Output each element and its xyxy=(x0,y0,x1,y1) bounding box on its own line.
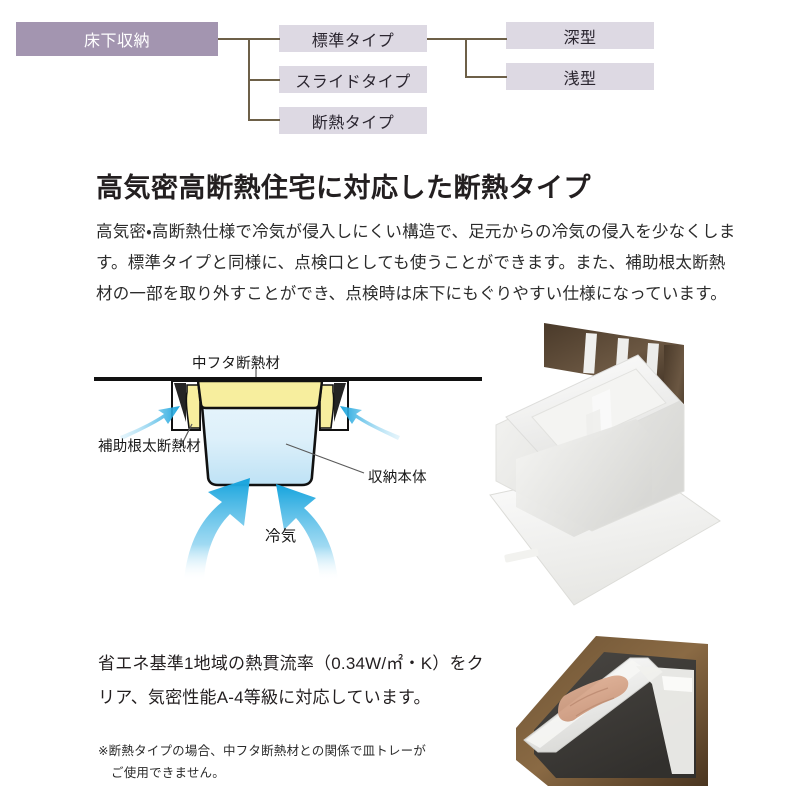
spec-text: 省エネ基準1地域の熱貫流率（0.34W/㎡・K）をクリア、気密性能A-4等級に対… xyxy=(98,654,484,707)
hierarchy-node-label: 標準タイプ xyxy=(311,32,395,50)
hierarchy-node-label: スライドタイプ xyxy=(295,73,411,91)
hierarchy-node-label: 浅型 xyxy=(563,70,597,88)
floor-storage-unit-open-photo xyxy=(488,305,800,615)
hierarchy-node-shallow-type[interactable]: 浅型 xyxy=(506,63,654,90)
connector-line xyxy=(248,119,280,121)
figure-label-body: 収納本体 xyxy=(368,470,427,486)
connector-line xyxy=(465,38,467,77)
figure-label-joist: 補助根太断熱材 xyxy=(98,439,201,455)
footnote-line-2: ご使用できません。 xyxy=(111,766,225,780)
hierarchy-node-label: 断熱タイプ xyxy=(311,114,395,132)
page-title: 高気密高断熱住宅に対応した断熱タイプ xyxy=(96,173,591,204)
lead-paragraph: 高気密・高断熱仕様で冷気が侵入しにくい構造で、足元からの冷気の侵入を少なくします… xyxy=(96,222,736,303)
hierarchy-node-slide-type[interactable]: スライドタイプ xyxy=(279,66,427,93)
hierarchy-node-insulation-type[interactable]: 断熱タイプ xyxy=(279,107,427,134)
hierarchy-root-label: 床下収納 xyxy=(83,33,150,50)
hierarchy-node-label: 深型 xyxy=(563,29,597,47)
figure-label-cold-air: 冷気 xyxy=(265,528,297,545)
connector-line xyxy=(465,76,507,78)
figure-label-lid: 中フタ断熱材 xyxy=(192,356,281,372)
hierarchy-node-standard-type[interactable]: 標準タイプ xyxy=(279,25,427,52)
hand-removing-insulation-photo xyxy=(512,628,800,800)
footnote-line-1: ※断熱タイプの場合、中フタ断熱材との関係で皿トレーが xyxy=(98,744,427,758)
connector-line xyxy=(248,79,280,81)
footnote: ※断熱タイプの場合、中フタ断熱材との関係で皿トレーが ご使用できません。 xyxy=(98,740,518,784)
hierarchy-node-deep-type[interactable]: 深型 xyxy=(506,22,654,49)
connector-line xyxy=(427,38,487,40)
connector-line xyxy=(465,38,507,40)
cross-section-diagram xyxy=(88,330,488,580)
product-hierarchy-diagram: 床下収納 標準タイプ スライドタイプ 断熱タイプ 深型 浅型 xyxy=(0,0,800,140)
hierarchy-root-node[interactable]: 床下収納 xyxy=(16,22,218,56)
